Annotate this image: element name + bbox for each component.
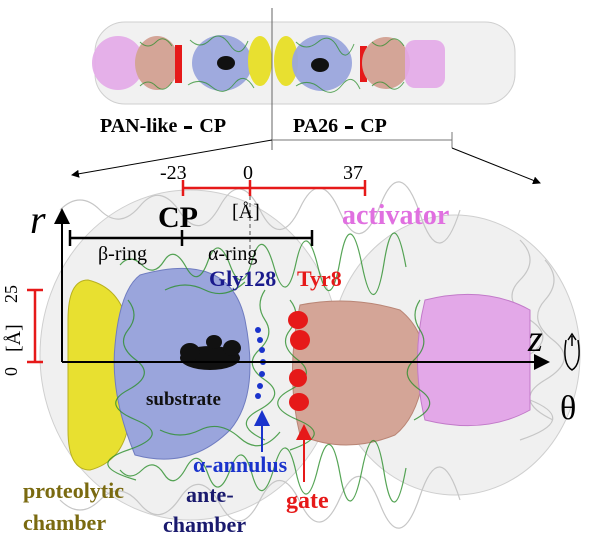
r-scale-bar	[27, 288, 43, 364]
zoom-guide-right-arrow	[451, 147, 541, 185]
tyr8-label: Tyr8	[297, 266, 342, 291]
alpha-annulus-label: α-annulus	[193, 452, 288, 477]
theta-rotation-icon	[564, 332, 580, 371]
ring-brackets	[68, 230, 314, 246]
overview-yellow-right	[274, 36, 298, 86]
overview-label-right: PA26 CP	[293, 115, 387, 137]
z-scale-bar	[181, 180, 367, 196]
overview-pink-left	[135, 36, 179, 90]
main-grey-backbone	[59, 181, 565, 529]
overview-complex	[92, 8, 516, 150]
zoom-guide-left	[71, 139, 273, 178]
substrate-blob	[180, 335, 241, 370]
gate-residues	[288, 311, 310, 411]
z-tick-0: 0	[243, 162, 253, 184]
main-complex	[39, 181, 581, 529]
overview-substrate-right	[311, 58, 329, 72]
overview-substrate-left	[217, 56, 235, 70]
z-tick-minus23: -23	[160, 162, 187, 184]
antechamber-label-line2: chamber	[163, 512, 247, 537]
overview-pink-right	[362, 37, 410, 89]
activator-outer-surface	[417, 293, 531, 427]
r-tick-0: 0	[1, 367, 21, 376]
alpha-ring-label: α-ring	[208, 243, 258, 265]
overview-gate-left	[175, 45, 182, 83]
overview-activator-right	[405, 40, 445, 88]
overview-label-left: PAN-like CP	[100, 115, 227, 137]
gate-label: gate	[286, 488, 329, 514]
proteolytic-chamber-label-line1: proteolytic	[23, 478, 125, 503]
overview-green-backbone	[139, 35, 405, 93]
alpha-annulus-residues	[255, 327, 266, 399]
beta-ring-label: β-ring	[98, 243, 148, 265]
activator-label: activator	[342, 200, 450, 231]
r-axis-symbol: r	[30, 197, 46, 242]
z-tick-37: 37	[343, 162, 363, 184]
r-tick-25: 25	[1, 285, 21, 303]
proteolytic-chamber-label-line2: chamber	[23, 510, 107, 535]
antechamber-label-line1: ante-	[186, 482, 234, 507]
r-scale-unit: [Å]	[3, 324, 25, 352]
z-axis-symbol: z	[528, 318, 543, 360]
overview-yellow-left	[248, 36, 272, 86]
gly128-label: Gly128	[209, 266, 277, 291]
substrate-label: substrate	[146, 389, 221, 410]
z-scale-unit: [Å]	[232, 201, 260, 223]
theta-symbol: θ	[560, 390, 577, 427]
activator-inner-surface	[292, 300, 426, 446]
main-green-backbone	[107, 232, 431, 503]
antechamber-surface	[113, 268, 251, 460]
overview-activator-left	[92, 36, 144, 90]
cp-title: CP	[158, 201, 198, 234]
